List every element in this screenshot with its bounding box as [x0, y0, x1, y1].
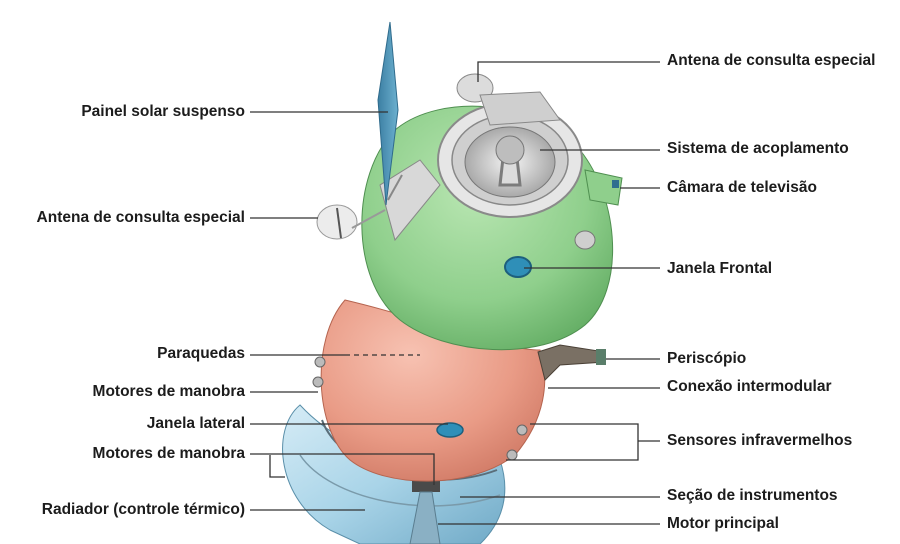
side-window [436, 422, 464, 438]
label-front-window: Janela Frontal [667, 260, 773, 277]
label-periscope: Periscópio [667, 350, 747, 367]
label-left-antenna: Antena de consulta especial [36, 209, 245, 226]
label-solar-panel: Painel solar suspenso [81, 103, 245, 120]
solar-panel [377, 21, 403, 206]
orbital-module [361, 73, 623, 351]
label-main-engine: Motor principal [667, 515, 779, 532]
label-parachute: Paraquedas [157, 345, 245, 362]
label-docking-system: Sistema de acoplamento [667, 140, 849, 157]
label-tv-camera: Câmara de televisão [667, 179, 817, 196]
label-maneuver-thrusters-2: Motores de manobra [92, 445, 245, 462]
label-maneuver-thrusters-1: Motores de manobra [92, 383, 245, 400]
label-intermodular-connection: Conexão intermodular [667, 378, 832, 395]
front-window [504, 256, 532, 278]
label-right-antenna: Antena de consulta especial [667, 52, 876, 69]
leader-lines [250, 61, 660, 525]
label-radiator: Radiador (controle térmico) [41, 501, 245, 518]
label-side-window: Janela lateral [146, 415, 245, 432]
label-instrument-section: Seção de instrumentos [667, 487, 838, 504]
label-infrared-sensors: Sensores infravermelhos [667, 432, 853, 449]
left-antenna [316, 204, 386, 240]
tv-camera-icon [612, 180, 619, 188]
